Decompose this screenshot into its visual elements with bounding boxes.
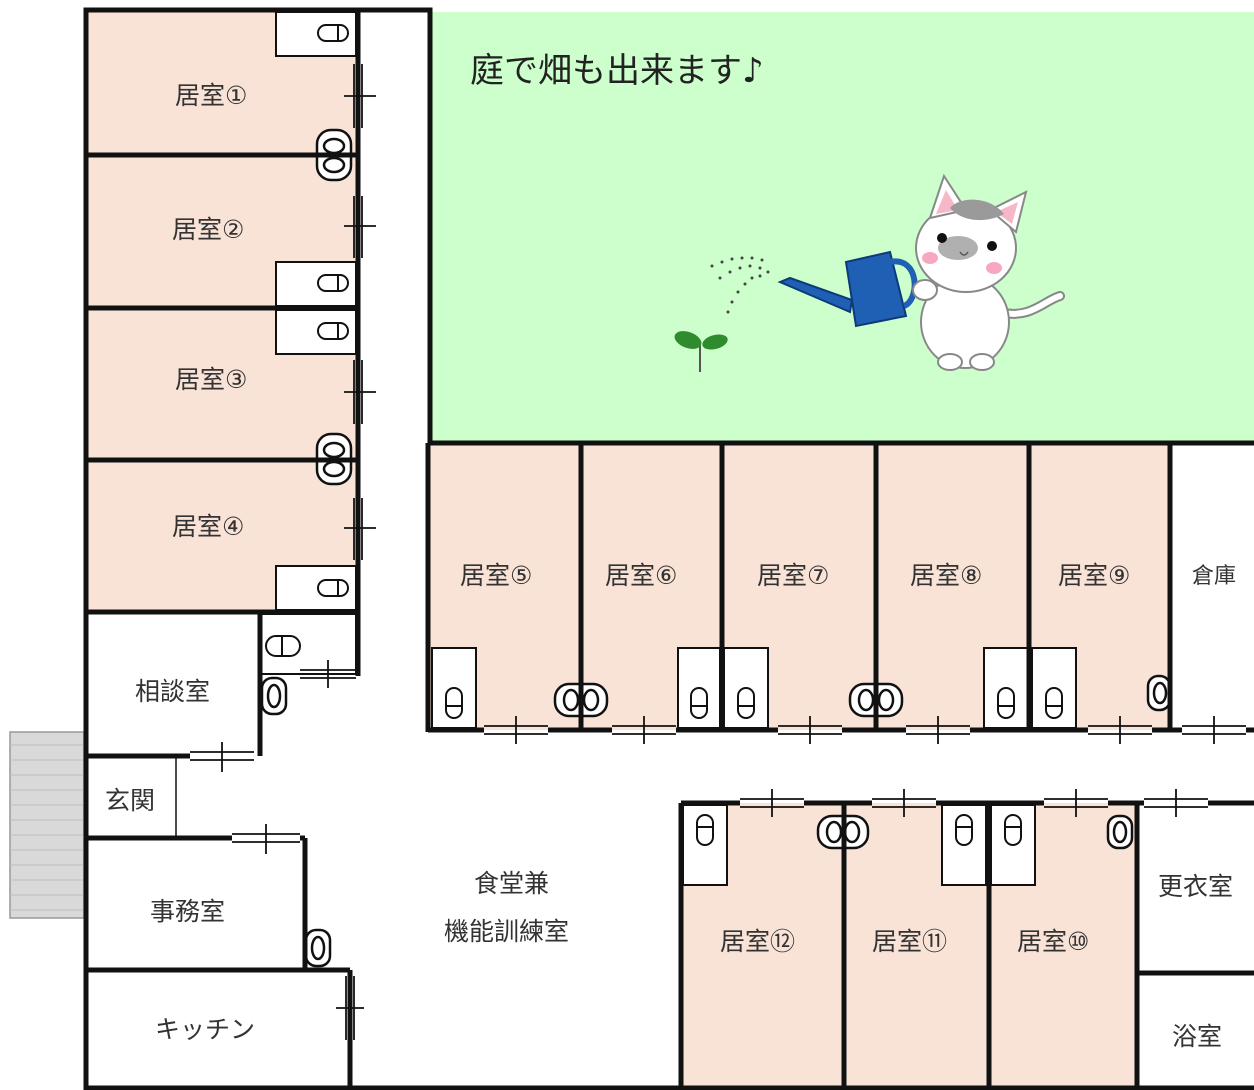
room-4-label: 居室④	[172, 512, 244, 541]
dining-label-line2: 機能訓練室	[444, 917, 569, 946]
sprout-icon	[674, 331, 728, 372]
entrance-pad	[9, 731, 85, 919]
toilet-cubicle-common	[259, 613, 357, 675]
kitchen-label: キッチン	[155, 1015, 255, 1044]
toilet-icons	[265, 24, 1063, 846]
garden-caption: 庭で畑も出来ます♪	[470, 51, 764, 91]
dining-label-line1: 食堂兼	[474, 869, 549, 898]
toilet-cubicle-4	[275, 565, 357, 611]
toilet-cubicle-2	[275, 261, 357, 307]
room-7-label: 居室⑦	[757, 561, 829, 590]
changing-room-label: 更衣室	[1158, 872, 1233, 901]
toilet-cubicle-3	[275, 309, 357, 355]
toilet-cubicle-1	[275, 11, 357, 57]
room-12-label: 居室⑫	[720, 927, 795, 956]
room-10-label: 居室⑩	[1017, 927, 1089, 956]
garden-area	[430, 12, 1254, 443]
consult-room-label: 相談室	[135, 677, 210, 706]
room-6-label: 居室⑥	[605, 561, 677, 590]
room-5-label: 居室⑤	[460, 561, 532, 590]
watering-can-icon	[777, 250, 918, 328]
room-1-label: 居室①	[175, 81, 247, 110]
room-3-label: 居室③	[175, 365, 247, 394]
office-label: 事務室	[150, 897, 225, 926]
water-spray	[710, 256, 770, 314]
room-9-label: 居室⑨	[1058, 561, 1130, 590]
entrance-label: 玄関	[105, 786, 155, 815]
bath-label: 浴室	[1172, 1022, 1222, 1051]
room-11-label: 居室⑪	[872, 927, 947, 956]
door-icons	[190, 64, 1246, 1040]
room-2-label: 居室②	[172, 215, 244, 244]
entrance-pad-texture	[10, 744, 84, 911]
room-8-label: 居室⑧	[910, 561, 982, 590]
storage-label: 倉庫	[1192, 564, 1236, 589]
cat-illustration	[912, 173, 1065, 371]
